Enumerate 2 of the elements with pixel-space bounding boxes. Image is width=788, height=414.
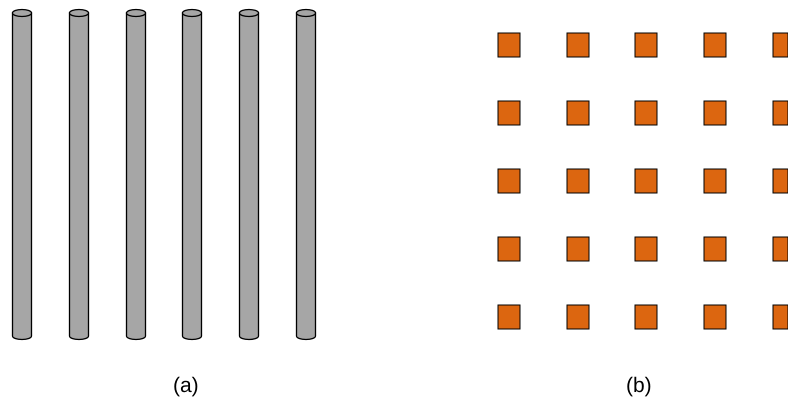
- panel-label: (b): [626, 374, 652, 398]
- panel-label: (a): [173, 374, 199, 398]
